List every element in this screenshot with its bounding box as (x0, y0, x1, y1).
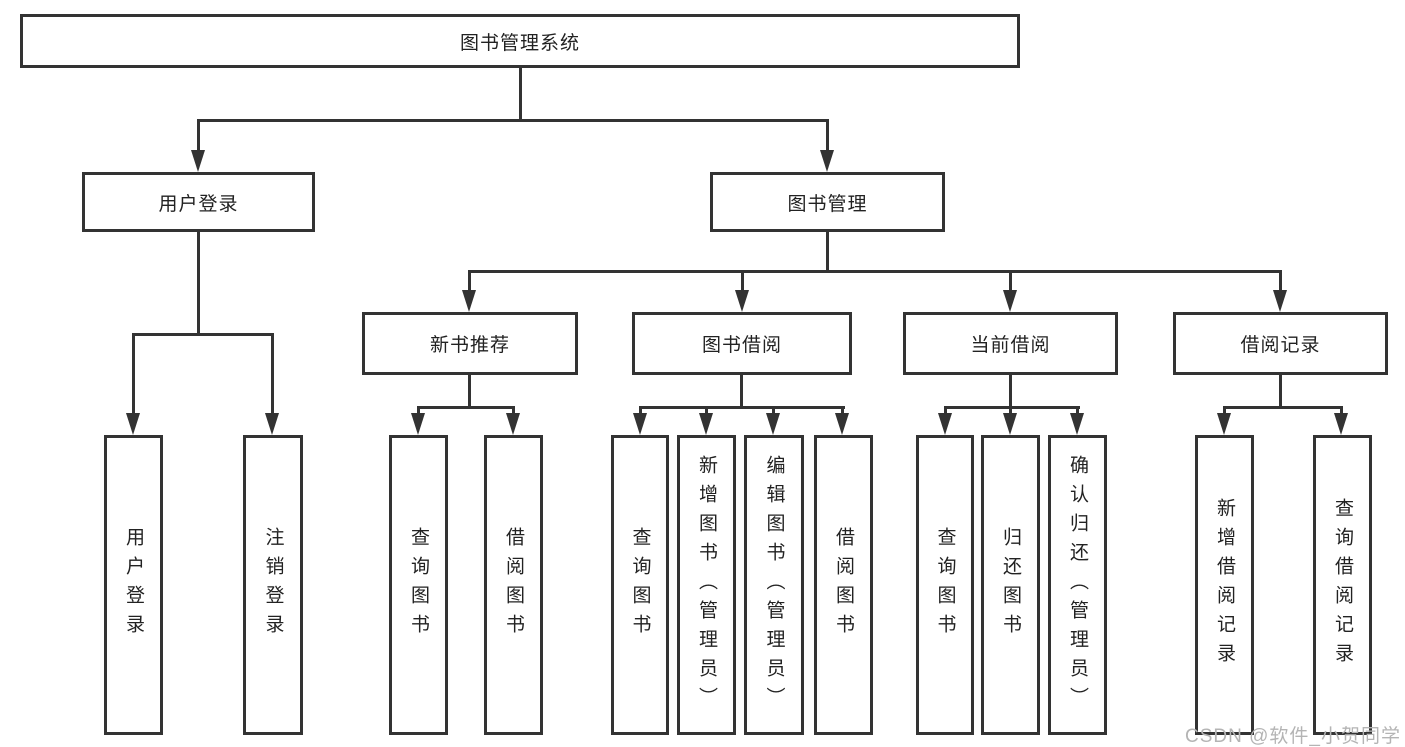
connector-drop (1009, 406, 1012, 415)
connector-drop (944, 406, 947, 415)
connector-records-stub (1279, 375, 1282, 409)
node-current-borrow: 当前借阅 (903, 312, 1118, 375)
arrowhead-down-icon (633, 413, 647, 435)
connector-drop (1009, 270, 1012, 292)
connector-drop (841, 406, 844, 415)
leaf-borrow-books: 借阅图书 (814, 435, 873, 735)
connector-drop (741, 270, 744, 292)
arrowhead-down-icon (191, 150, 205, 172)
arrowhead-down-icon (735, 290, 749, 312)
connector-root-rail (197, 119, 829, 122)
leaf-edit-books-admin: 编辑图书（管理员） (744, 435, 804, 735)
arrowhead-down-icon (126, 413, 140, 435)
connector-drop (512, 406, 515, 415)
arrowhead-down-icon (1217, 413, 1231, 435)
connector-drop (271, 333, 274, 415)
arrowhead-down-icon (411, 413, 425, 435)
connector-drop (468, 270, 471, 292)
leaf-query-books-current: 查询图书 (916, 435, 974, 735)
watermark: CSDN @软件_小贺同学 (1185, 726, 1401, 747)
node-book-borrow: 图书借阅 (632, 312, 852, 375)
connector-drop (1223, 406, 1226, 415)
connector-drop (1340, 406, 1343, 415)
arrowhead-down-icon (938, 413, 952, 435)
leaf-add-books-admin: 新增图书（管理员） (677, 435, 736, 735)
connector-current-rail (944, 406, 1080, 409)
connector-drop (772, 406, 775, 415)
arrowhead-down-icon (766, 413, 780, 435)
node-borrow-records: 借阅记录 (1173, 312, 1388, 375)
arrowhead-down-icon (506, 413, 520, 435)
connector-drop (417, 406, 420, 415)
leaf-logout-login: 注销登录 (243, 435, 303, 735)
leaf-query-borrow-record: 查询借阅记录 (1313, 435, 1372, 735)
arrowhead-down-icon (1070, 413, 1084, 435)
connector-drop (1076, 406, 1079, 415)
node-root: 图书管理系统 (20, 14, 1020, 68)
connector-root-stub (519, 68, 522, 119)
connector-bookmgmt-rail (468, 270, 1282, 273)
node-new-book-recommend: 新书推荐 (362, 312, 578, 375)
arrowhead-down-icon (1003, 413, 1017, 435)
connector-drop (132, 333, 135, 415)
arrowhead-down-icon (1273, 290, 1287, 312)
node-user-login: 用户登录 (82, 172, 315, 232)
arrowhead-down-icon (1334, 413, 1348, 435)
leaf-user-login: 用户登录 (104, 435, 163, 735)
leaf-query-books-borrow: 查询图书 (611, 435, 669, 735)
leaf-query-books-recommend: 查询图书 (389, 435, 448, 735)
connector-drop (197, 119, 200, 152)
connector-drop (705, 406, 708, 415)
leaf-borrow-books-recommend: 借阅图书 (484, 435, 543, 735)
leaf-return-books: 归还图书 (981, 435, 1040, 735)
connector-drop (639, 406, 642, 415)
connector-drop (826, 119, 829, 152)
connector-drop (1279, 270, 1282, 292)
connector-borrow-rail (639, 406, 845, 409)
connector-current-stub (1009, 375, 1012, 409)
connector-userlogin-stub (197, 232, 200, 336)
arrowhead-down-icon (265, 413, 279, 435)
arrowhead-down-icon (699, 413, 713, 435)
connector-userlogin-rail (132, 333, 274, 336)
connector-borrow-stub (740, 375, 743, 409)
arrowhead-down-icon (835, 413, 849, 435)
leaf-add-borrow-record: 新增借阅记录 (1195, 435, 1254, 735)
node-book-management: 图书管理 (710, 172, 945, 232)
connector-recommend-rail (417, 406, 515, 409)
connector-bookmgmt-stub (826, 232, 829, 273)
arrowhead-down-icon (1003, 290, 1017, 312)
connector-recommend-stub (468, 375, 471, 409)
arrowhead-down-icon (820, 150, 834, 172)
arrowhead-down-icon (462, 290, 476, 312)
leaf-confirm-return-admin: 确认归还（管理员） (1048, 435, 1107, 735)
connector-records-rail (1223, 406, 1343, 409)
